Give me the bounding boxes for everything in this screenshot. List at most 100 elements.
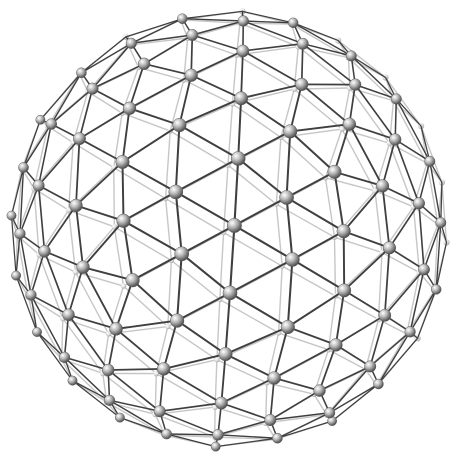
front-strut [130,34,194,45]
front-strut [37,184,46,253]
front-strut [416,288,437,339]
back-strut [179,19,241,24]
front-node [342,117,357,131]
front-strut [237,97,243,160]
front-strut [285,170,336,199]
front-strut [333,170,384,187]
front-strut [300,42,304,86]
front-node [345,50,357,62]
front-strut [37,184,77,207]
front-node [6,210,17,221]
front-strut [122,219,134,282]
front-strut [121,161,125,222]
back-strut [374,190,383,254]
front-node [32,179,45,192]
front-strut [143,34,194,65]
front-strut [128,74,193,110]
front-strut [395,98,422,127]
front-node [172,118,187,133]
front-strut [418,160,431,205]
front-node [272,432,283,444]
front-strut [409,268,425,333]
front-strut [75,137,81,207]
front-strut [318,365,372,392]
back-strut [327,349,367,371]
front-strut [395,98,431,163]
front-strut [36,331,74,382]
front-strut [30,294,70,316]
back-strut [337,39,387,79]
back-node [111,224,117,230]
front-node [76,260,90,274]
front-node [62,308,75,322]
front-strut [240,97,292,133]
front-strut [440,181,443,224]
front-strut [285,196,294,261]
front-strut [394,98,398,141]
back-strut [164,197,173,262]
front-strut [289,83,303,133]
front-node [212,429,224,441]
front-strut [190,34,194,77]
front-strut [420,125,431,162]
front-strut [174,190,236,227]
front-strut [131,252,183,282]
front-strut [107,328,117,371]
front-strut [121,107,131,163]
front-strut [75,204,84,269]
front-node [349,78,362,91]
front-strut [30,294,38,333]
back-strut [154,413,216,438]
back-strut [170,259,221,301]
front-strut [289,130,336,173]
front-strut [130,18,183,44]
back-node [291,86,298,92]
front-strut [350,55,398,100]
front-strut [71,379,121,419]
front-strut [80,36,127,74]
back-strut [122,285,169,328]
front-strut [125,18,183,38]
front-node [237,15,249,27]
back-strut [388,142,428,164]
back-strut [266,382,315,395]
front-strut [381,138,397,187]
front-strut [285,196,345,233]
front-node [122,101,137,115]
front-strut [63,356,109,371]
front-strut [43,204,77,253]
front-strut [121,161,177,193]
front-strut [180,224,236,255]
front-strut [122,219,183,255]
back-strut [167,259,173,328]
front-strut [174,190,183,255]
front-strut [50,72,83,125]
front-strut [50,87,94,125]
back-strut [74,271,110,335]
front-node [174,246,190,262]
front-strut [388,202,420,249]
front-strut [108,399,161,413]
front-strut [165,433,219,436]
front-strut [162,368,223,404]
front-node [67,375,78,386]
front-strut [174,157,240,193]
back-strut [222,164,229,234]
front-strut [291,258,346,292]
front-node [218,347,233,362]
front-strut [15,232,21,277]
front-node [430,284,442,295]
back-strut [347,57,395,102]
front-node [214,396,228,410]
front-node [38,244,51,258]
front-node [375,179,390,193]
back-strut [33,187,40,256]
front-strut [115,319,179,330]
front-strut [369,314,386,368]
back-strut [227,164,277,205]
front-strut [242,20,304,45]
back-strut [38,253,77,273]
back-strut [164,197,225,234]
